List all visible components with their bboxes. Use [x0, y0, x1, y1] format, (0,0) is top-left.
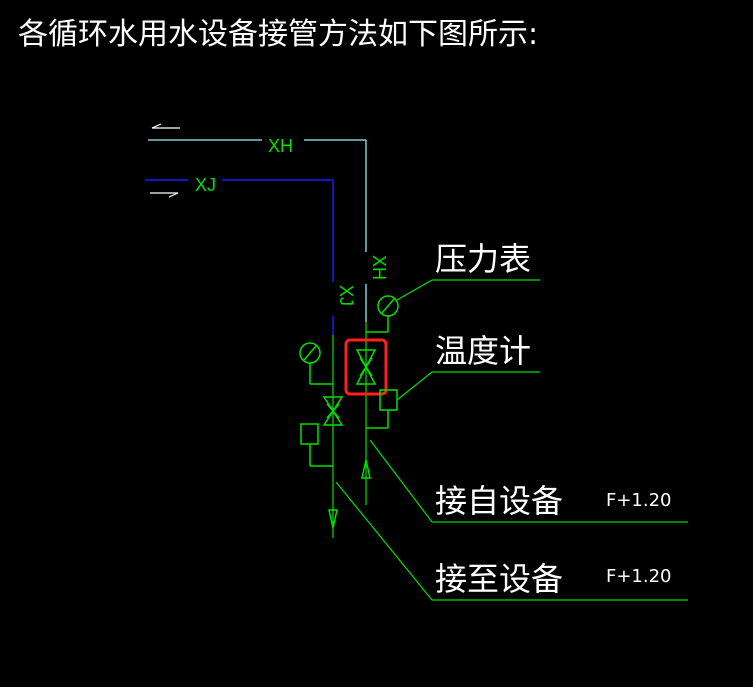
xj-vertical-label: XJ: [336, 285, 356, 306]
thermometer-icon: [366, 389, 398, 429]
xh-horizontal-label: XH: [268, 136, 293, 156]
pressure-gauge-xj-icon: [299, 342, 333, 385]
pressure-gauge-label: 压力表: [435, 240, 531, 278]
valve-highlight-box[interactable]: [344, 338, 388, 396]
from-equipment-elevation: F+1.20: [606, 490, 672, 511]
diagram-title: 各循环水用水设备接管方法如下图所示:: [18, 17, 538, 52]
to-equipment-elevation: F+1.20: [606, 566, 672, 587]
xh-vertical-label: XH: [369, 255, 389, 280]
thermometer-xj-icon: [300, 423, 333, 467]
xh-valve-icon: [355, 349, 377, 385]
from-equipment-label: 接自设备: [435, 482, 563, 520]
flow-arrow-left-icon: [151, 123, 180, 129]
pressure-gauge-icon: [366, 295, 399, 333]
flow-arrow-down-icon: [328, 509, 338, 529]
leader-to-equipment: [335, 481, 688, 601]
flow-arrow-up-icon: [361, 459, 371, 479]
leader-thermometer: [396, 371, 540, 401]
xj-valve-icon: [322, 396, 344, 426]
flow-arrow-right-icon: [150, 192, 179, 198]
to-equipment-label: 接至设备: [435, 560, 563, 598]
leader-from-equipment: [369, 439, 688, 523]
leader-pressure-gauge: [396, 279, 540, 301]
thermometer-label: 温度计: [435, 332, 531, 370]
xj-horizontal-label: XJ: [195, 175, 216, 195]
